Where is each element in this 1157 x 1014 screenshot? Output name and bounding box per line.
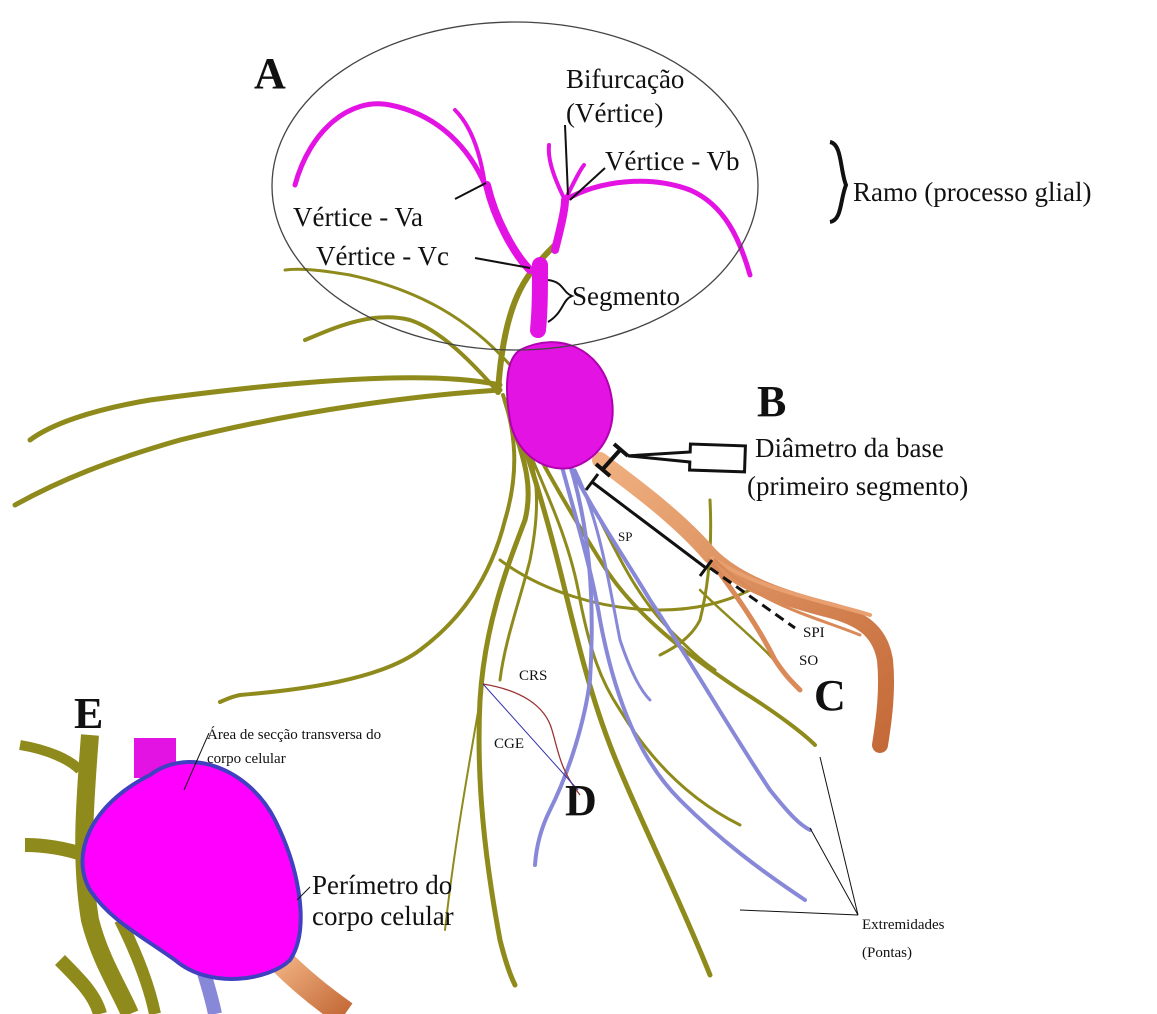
soma-cross-section <box>83 762 301 979</box>
label-perimetro-1: Perímetro do <box>312 870 452 900</box>
label-ramo: Ramo (processo glial) <box>853 177 1091 207</box>
label-area-1: Área de secção transversa do <box>207 726 381 743</box>
extremidades-leaders <box>740 757 858 915</box>
label-diametro-2: (primeiro segmento) <box>747 471 968 501</box>
panel-label-a: A <box>254 49 286 98</box>
label-extremidades-2: (Pontas) <box>862 945 912 961</box>
label-vertice-vb: Vértice - Vb <box>605 146 739 176</box>
label-perimetro-2: corpo celular <box>312 901 454 931</box>
panel-e-inset <box>20 735 345 1014</box>
label-bifurcacao-1: Bifurcação <box>566 64 684 94</box>
ramo-brace <box>830 142 846 222</box>
label-sp: SP <box>618 529 632 544</box>
label-crs: CRS <box>519 668 547 684</box>
panel-label-b: B <box>757 377 786 426</box>
label-area-2: corpo celular <box>207 751 286 767</box>
soma <box>507 342 613 468</box>
label-spi: SPI <box>803 625 825 641</box>
label-vertice-vc: Vértice - Vc <box>316 241 449 271</box>
label-so: SO <box>799 653 818 669</box>
label-segmento: Segmento <box>572 281 680 311</box>
diameter-arrow <box>628 442 746 472</box>
label-diametro-1: Diâmetro da base <box>755 433 944 463</box>
panel-label-d: D <box>565 776 597 825</box>
panel-label-c: C <box>814 671 846 720</box>
label-cge: CGE <box>494 736 524 752</box>
label-extremidades-1: Extremidades <box>862 917 945 933</box>
panel-label-e: E <box>74 689 103 738</box>
label-bifurcacao-2: (Vértice) <box>566 98 663 128</box>
label-vertice-va: Vértice - Va <box>293 202 423 232</box>
